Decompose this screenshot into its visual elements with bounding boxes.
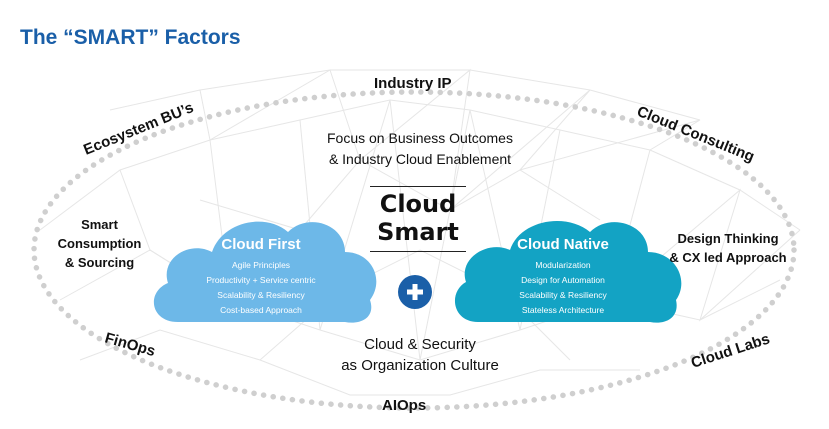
cloud-first-content: Cloud First Agile Principles Productivit…: [186, 235, 336, 318]
page-title: The “SMART” Factors: [20, 26, 241, 49]
ring-label-cloud-consulting: Cloud Consulting: [635, 103, 757, 166]
cloud-first-item: Agile Principles: [231, 260, 291, 270]
plus-circle-icon: [398, 275, 432, 309]
focus-line-2: & Industry Cloud Enablement: [328, 151, 512, 167]
cloud-native-item: Scalability & Resiliency: [519, 290, 607, 300]
cloud-native-items: Modularization Design for Automation Sca…: [488, 258, 638, 318]
cloud-first-shape: [153, 221, 377, 323]
culture-line-2: as Organization Culture: [341, 357, 499, 374]
design-thinking-text: Design Thinking & CX led Approach: [668, 229, 788, 267]
ring-label-cloud-labs: Cloud Labs: [689, 330, 772, 371]
cloud-native-title: Cloud Native: [517, 236, 609, 253]
cloud-native-item: Modularization: [535, 260, 591, 270]
cloud-first-item: Productivity + Service centric: [206, 275, 316, 285]
cloud-first-title: Cloud First: [221, 236, 301, 253]
dotted-ring: [31, 89, 797, 411]
right-line-1: Design Thinking: [677, 231, 779, 246]
culture-line-1: Cloud & Security: [364, 336, 476, 353]
smart-consumption-text: Smart Consumption & Sourcing: [52, 215, 147, 272]
ring-label-industry-ip: Industry IP: [374, 75, 452, 92]
left-line-3: & Sourcing: [64, 255, 135, 270]
cloud-smart-logo: Cloud Smart: [370, 186, 466, 252]
cloud-native-shape: [454, 220, 682, 323]
focus-text: Focus on Business Outcomes & Industry Cl…: [310, 128, 530, 170]
culture-text: Cloud & Security as Organization Culture: [320, 334, 520, 376]
left-line-1: Smart: [81, 217, 118, 232]
logo-line-2: Smart: [377, 218, 459, 246]
right-line-2: & CX led Approach: [669, 250, 787, 265]
ring-label-ecosystem: Ecosystem BU’s: [81, 99, 196, 159]
cloud-first-item: Cost-based Approach: [220, 305, 302, 315]
cloud-native-item: Design for Automation: [521, 275, 605, 285]
logo-line-1: Cloud: [379, 190, 457, 218]
ring-label-aiops: AIOps: [382, 397, 427, 414]
cloud-native-content: Cloud Native Modularization Design for A…: [488, 235, 638, 318]
cloud-first-items: Agile Principles Productivity + Service …: [186, 258, 336, 318]
focus-line-1: Focus on Business Outcomes: [327, 130, 513, 146]
left-line-2: Consumption: [57, 236, 142, 251]
cloud-first-item: Scalability & Resiliency: [217, 290, 305, 300]
cloud-native-item: Stateless Architecture: [521, 305, 605, 315]
